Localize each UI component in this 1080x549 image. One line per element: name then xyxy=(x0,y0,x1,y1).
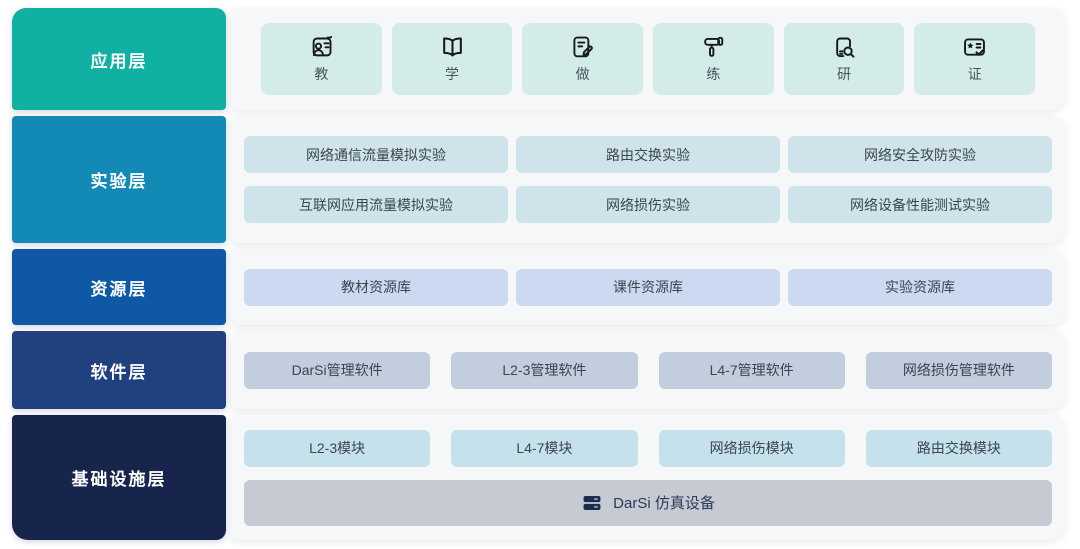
software-item: DarSi管理软件 xyxy=(244,351,431,389)
experiment-row-1: 网络通信流量模拟实验 路由交换实验 网络安全攻防实验 xyxy=(244,136,1052,173)
layer-label-application: 应用层 xyxy=(12,8,226,110)
experiment-item: 网络设备性能测试实验 xyxy=(788,186,1052,223)
software-layer-panel: DarSi管理软件 L2-3管理软件 L4-7管理软件 网络损伤管理软件 xyxy=(231,331,1065,409)
module-item: 路由交换模块 xyxy=(865,429,1052,467)
app-item-label: 研 xyxy=(837,66,852,82)
software-item: 网络损伤管理软件 xyxy=(865,351,1052,389)
experiment-item: 网络安全攻防实验 xyxy=(788,136,1052,173)
software-layer-row: 软件层 DarSi管理软件 L2-3管理软件 L4-7管理软件 网络损伤管理软件 xyxy=(12,331,1065,409)
experiment-item: 互联网应用流量模拟实验 xyxy=(244,186,508,223)
app-item-label: 练 xyxy=(706,66,721,82)
layer-label-text: 基础设施层 xyxy=(71,470,167,489)
application-layer-panel: 教 学 做 xyxy=(231,8,1065,110)
architecture-diagram: 应用层 教 xyxy=(12,8,1065,540)
app-item-label: 教 xyxy=(314,66,329,82)
server-stack-icon xyxy=(581,492,603,514)
layer-label-text: 资源层 xyxy=(90,279,148,299)
paint-roller-icon xyxy=(700,34,727,61)
app-item-practice: 练 xyxy=(653,23,774,95)
software-item: L2-3管理软件 xyxy=(451,351,638,389)
resource-item: 实验资源库 xyxy=(788,268,1052,306)
app-item-do: 做 xyxy=(522,23,644,95)
experiment-layer-row: 实验层 网络通信流量模拟实验 路由交换实验 网络安全攻防实验 互联网应用流量模拟… xyxy=(12,116,1065,243)
device-bar: DarSi 仿真设备 xyxy=(244,479,1052,526)
infrastructure-layer-row: 基础设施层 L2-3模块 L4-7模块 网络损伤模块 路由交换模块 Dar xyxy=(12,415,1065,540)
application-layer-row: 应用层 教 xyxy=(12,8,1065,110)
layer-label-text: 实验层 xyxy=(90,172,148,191)
resource-layer-panel: 教材资源库 课件资源库 实验资源库 xyxy=(231,249,1065,325)
open-book-icon xyxy=(439,34,466,61)
module-item: L4-7模块 xyxy=(451,429,638,467)
module-row: L2-3模块 L4-7模块 网络损伤模块 路由交换模块 xyxy=(244,429,1052,467)
experiment-item: 网络损伤实验 xyxy=(516,186,780,223)
module-item: 网络损伤模块 xyxy=(658,429,845,467)
resource-item: 教材资源库 xyxy=(244,268,508,306)
infrastructure-layer-panel: L2-3模块 L4-7模块 网络损伤模块 路由交换模块 DarSi 仿真设备 xyxy=(231,415,1065,540)
layer-label-infrastructure: 基础设施层 xyxy=(12,415,226,540)
layer-label-software: 软件层 xyxy=(12,331,226,409)
app-item-teach: 教 xyxy=(261,23,382,95)
experiment-item: 网络通信流量模拟实验 xyxy=(244,136,508,173)
module-item: L2-3模块 xyxy=(244,429,431,467)
software-item: L4-7管理软件 xyxy=(658,351,845,389)
experiment-item: 路由交换实验 xyxy=(516,136,780,173)
device-bar-label: DarSi 仿真设备 xyxy=(613,495,715,512)
layer-label-text: 软件层 xyxy=(90,362,148,382)
teacher-board-icon xyxy=(308,34,335,61)
experiment-layer-panel: 网络通信流量模拟实验 路由交换实验 网络安全攻防实验 互联网应用流量模拟实验 网… xyxy=(231,116,1065,243)
app-item-label: 学 xyxy=(445,66,459,82)
device-search-icon xyxy=(831,34,858,61)
experiment-row-2: 互联网应用流量模拟实验 网络损伤实验 网络设备性能测试实验 xyxy=(244,186,1052,223)
resource-item: 课件资源库 xyxy=(516,268,780,306)
app-item-research: 研 xyxy=(783,23,905,95)
resource-layer-row: 资源层 教材资源库 课件资源库 实验资源库 xyxy=(12,249,1065,325)
edit-document-icon xyxy=(569,34,596,61)
app-item-label: 做 xyxy=(575,66,590,82)
layer-label-text: 应用层 xyxy=(90,51,148,71)
app-item-certify: 证 xyxy=(914,23,1036,95)
app-item-learn: 学 xyxy=(391,23,513,95)
layer-label-experiment: 实验层 xyxy=(12,116,226,243)
certificate-check-icon xyxy=(961,34,988,61)
app-item-label: 证 xyxy=(967,66,982,82)
layer-label-resource: 资源层 xyxy=(12,249,226,325)
